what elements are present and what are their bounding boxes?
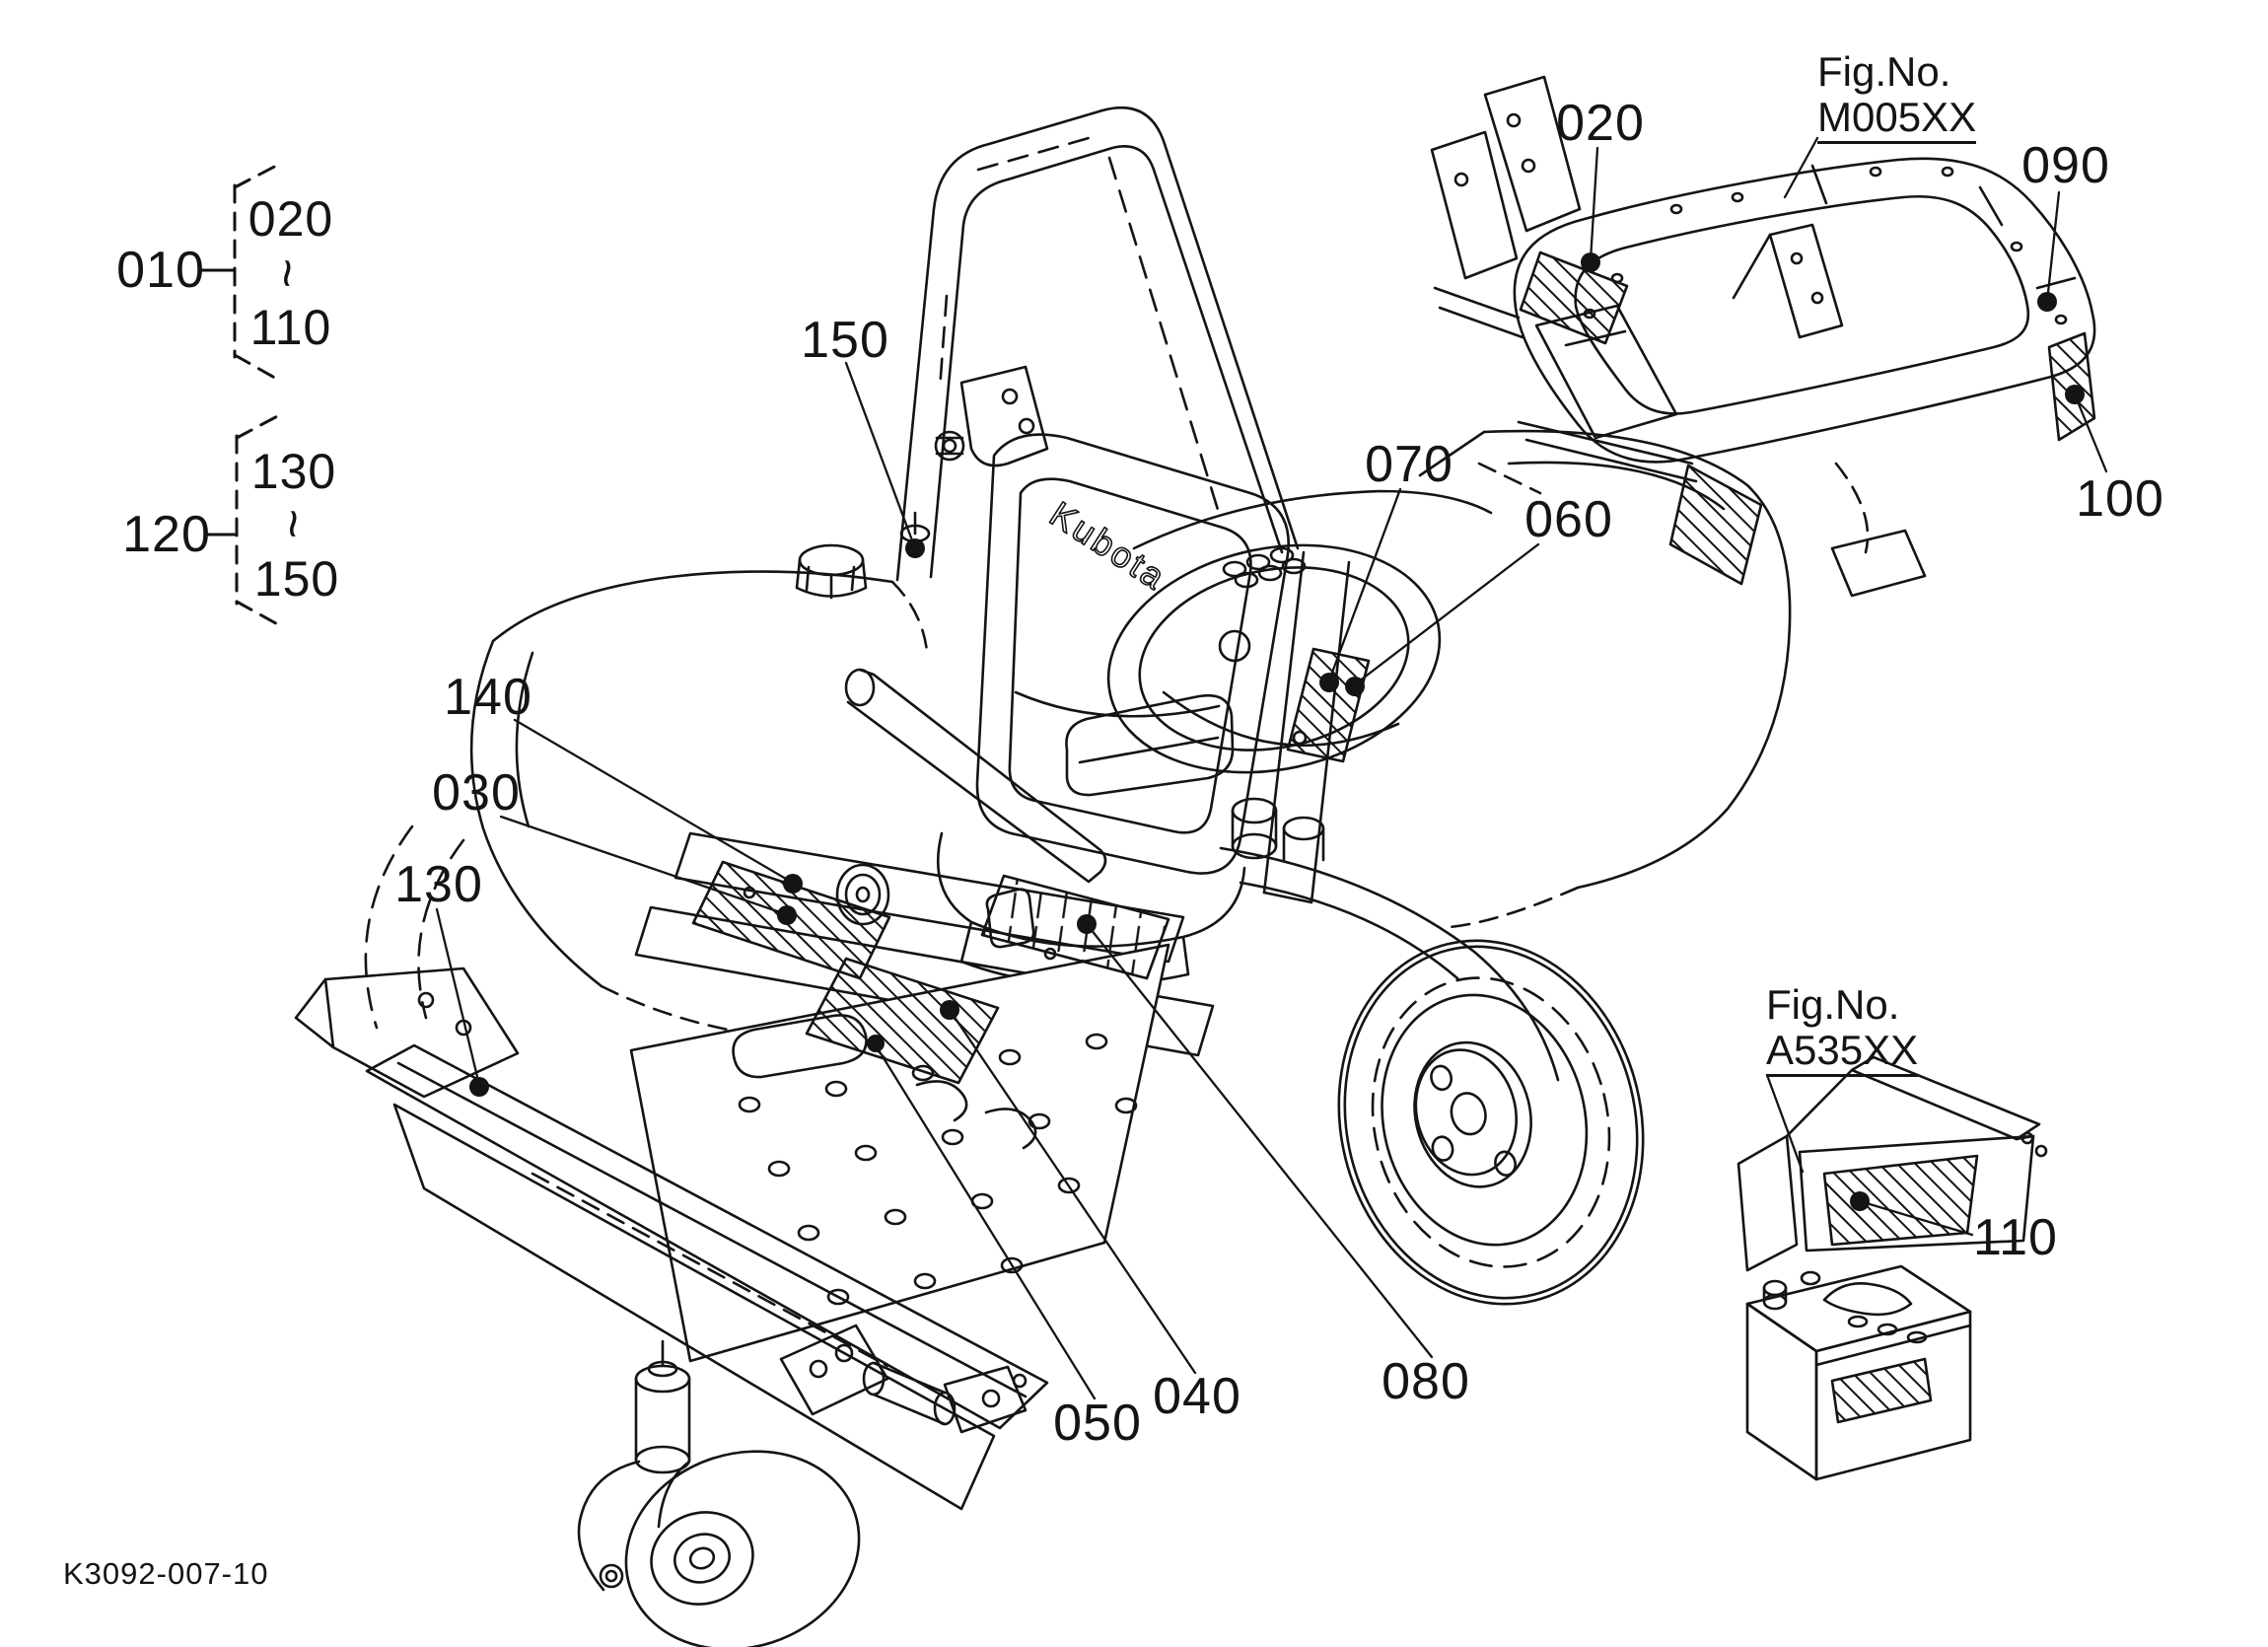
leader-100 bbox=[2073, 393, 2108, 473]
callout-label-130: 130 bbox=[394, 856, 483, 913]
leader-070 bbox=[1327, 487, 1402, 682]
dot-060 bbox=[1345, 677, 1365, 696]
leader-060 bbox=[1353, 542, 1540, 686]
hitch-linkage bbox=[779, 1324, 1028, 1434]
leader-140 bbox=[513, 718, 793, 884]
leader-040 bbox=[948, 1008, 1197, 1375]
leader-080 bbox=[1085, 922, 1434, 1359]
fig-ref-a535xx: Fig.No. A535XX bbox=[1766, 981, 1919, 1077]
deck-front-lip bbox=[294, 967, 1049, 1511]
dot-070 bbox=[1319, 673, 1339, 692]
left-rear-wheel-hidden bbox=[364, 824, 465, 1030]
mower-main-view: Kubota bbox=[294, 106, 1792, 1647]
drawing-number: K3092-007-10 bbox=[63, 1556, 269, 1591]
rops-bar bbox=[895, 106, 1300, 582]
dot-140 bbox=[783, 874, 803, 894]
hatch-region-060-070 bbox=[1286, 647, 1371, 763]
battery-and-cover-view bbox=[1736, 1055, 2048, 1481]
bracket-120-bottom-diag bbox=[235, 600, 285, 629]
callout-label-110: 110 bbox=[1973, 1209, 2058, 1266]
group-label-010: 010 bbox=[116, 242, 205, 299]
leader-030 bbox=[499, 815, 788, 916]
rear-cowl bbox=[1132, 429, 1792, 1082]
dot-080 bbox=[1077, 914, 1097, 934]
dot-030 bbox=[777, 905, 797, 925]
seat: Kubota bbox=[936, 433, 1290, 987]
callout-label-140: 140 bbox=[444, 669, 532, 726]
leader-fig-a535xx bbox=[1765, 1073, 1805, 1174]
dot-130 bbox=[469, 1077, 489, 1097]
left-body-fuel-tank bbox=[469, 511, 931, 1036]
group-010-range-tilde: ~ bbox=[258, 257, 316, 289]
fig-ref-a535xx-code: A535XX bbox=[1766, 1028, 1919, 1077]
seat-support-frame-view bbox=[1430, 75, 2096, 598]
part-location-dots bbox=[469, 252, 2085, 1211]
group-brackets bbox=[200, 162, 285, 629]
front-caster bbox=[577, 1339, 861, 1647]
dot-090 bbox=[2037, 292, 2057, 312]
dot-020 bbox=[1581, 252, 1600, 272]
fig-ref-m005xx-prefix: Fig.No. bbox=[1817, 48, 1951, 95]
hatch-region-080 bbox=[980, 874, 1170, 980]
group-010-range-start: 020 bbox=[248, 191, 334, 247]
callout-label-100: 100 bbox=[2076, 470, 2164, 528]
fig-ref-m005xx: Fig.No. M005XX bbox=[1817, 48, 1977, 144]
dot-040 bbox=[940, 1000, 959, 1020]
fig-ref-m005xx-code: M005XX bbox=[1817, 95, 1977, 144]
rear-wheel bbox=[1337, 939, 1645, 1306]
seat-brand-text: Kubota bbox=[1043, 493, 1174, 598]
leader-050 bbox=[874, 1043, 1097, 1400]
callout-label-040: 040 bbox=[1153, 1368, 1241, 1425]
fig-ref-a535xx-prefix: Fig.No. bbox=[1766, 981, 1900, 1028]
hatch-region-020 bbox=[1519, 251, 1629, 345]
hatch-region-110 bbox=[1822, 1154, 1979, 1247]
battery-cover-tray bbox=[1736, 1055, 2048, 1272]
group-010-range-end: 110 bbox=[249, 300, 332, 355]
dot-110 bbox=[1850, 1191, 1870, 1211]
callout-label-020: 020 bbox=[1556, 95, 1645, 152]
bracket-010-top-diag bbox=[233, 162, 282, 189]
dot-100 bbox=[2065, 385, 2085, 404]
group-label-120: 120 bbox=[122, 506, 211, 563]
group-120-range-start: 130 bbox=[250, 444, 337, 499]
callout-label-090: 090 bbox=[2021, 137, 2110, 194]
leader-090 bbox=[2045, 190, 2061, 304]
battery bbox=[1745, 1264, 1972, 1481]
leader-150 bbox=[844, 361, 917, 550]
callout-label-150: 150 bbox=[801, 312, 889, 369]
callout-label-060: 060 bbox=[1524, 491, 1613, 548]
leader-020 bbox=[1589, 146, 1599, 262]
bracket-010-bottom-diag bbox=[233, 353, 282, 383]
callout-label-080: 080 bbox=[1382, 1353, 1470, 1410]
callout-label-070: 070 bbox=[1365, 436, 1453, 493]
leader-110 bbox=[1858, 1199, 1974, 1237]
hatch-region-040-050 bbox=[805, 957, 1000, 1085]
dot-150 bbox=[905, 538, 925, 558]
dot-050 bbox=[867, 1035, 885, 1052]
callout-label-030: 030 bbox=[432, 764, 521, 822]
callout-label-050: 050 bbox=[1053, 1395, 1142, 1452]
bracket-120-top-diag bbox=[235, 411, 285, 440]
leader-fig-m005xx bbox=[1783, 136, 1819, 199]
callout-leaders bbox=[435, 136, 2108, 1400]
group-120-range-end: 150 bbox=[253, 551, 340, 607]
control-lever-bar bbox=[844, 668, 1107, 884]
group-120-range-tilde: ~ bbox=[264, 508, 321, 539]
leader-130 bbox=[435, 907, 481, 1087]
